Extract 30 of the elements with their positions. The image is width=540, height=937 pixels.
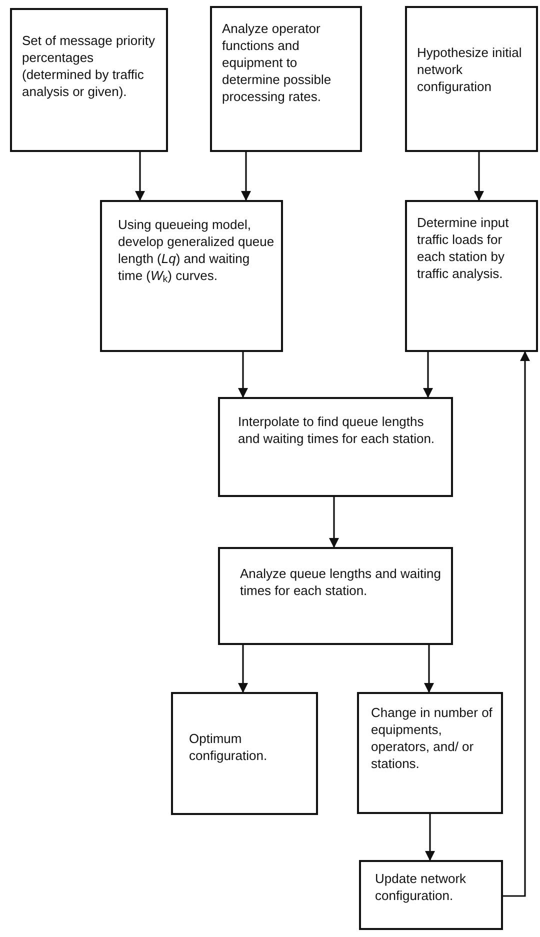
process-box — [171, 692, 318, 815]
arrow — [329, 497, 339, 548]
arrow — [424, 645, 434, 693]
process-box — [218, 397, 453, 497]
arrow — [238, 645, 248, 693]
process-box — [218, 547, 453, 645]
process-box — [100, 200, 283, 352]
arrow — [238, 352, 248, 398]
arrow — [135, 152, 145, 201]
arrow — [503, 351, 530, 897]
box-text: Change in number of equipments, operators, and/ or stations. — [371, 704, 494, 772]
process-box — [210, 6, 362, 152]
arrow — [241, 152, 251, 201]
arrow — [425, 814, 435, 861]
box-text: Analyze queue lengths and waiting times for each station. — [240, 565, 442, 599]
box-text: Using queueing model, develop generalized queue length (Lq) and waiting time (W$_{k}$) curves. — [118, 216, 275, 284]
box-text: Hypothesize initial network configuration — [417, 44, 523, 95]
arrow — [474, 152, 484, 201]
process-box — [359, 860, 503, 930]
box-text: Optimum configuration. — [189, 730, 268, 764]
box-text: Analyze operator functions and equipment to determine possible processing rates. — [222, 20, 332, 105]
box-text: Interpolate to find queue lengths and waiting times for each station. — [238, 413, 436, 447]
box-text: Update network configuration. — [375, 870, 468, 904]
process-box — [10, 8, 168, 152]
process-box — [405, 200, 538, 352]
arrow — [423, 352, 433, 398]
box-text: Set of message priority percentages (determined by traffic analysis or given). — [22, 32, 156, 100]
box-text: Determine input traffic loads for each station by traffic analysis. — [417, 214, 510, 282]
process-box — [405, 6, 538, 152]
process-box — [357, 692, 503, 814]
